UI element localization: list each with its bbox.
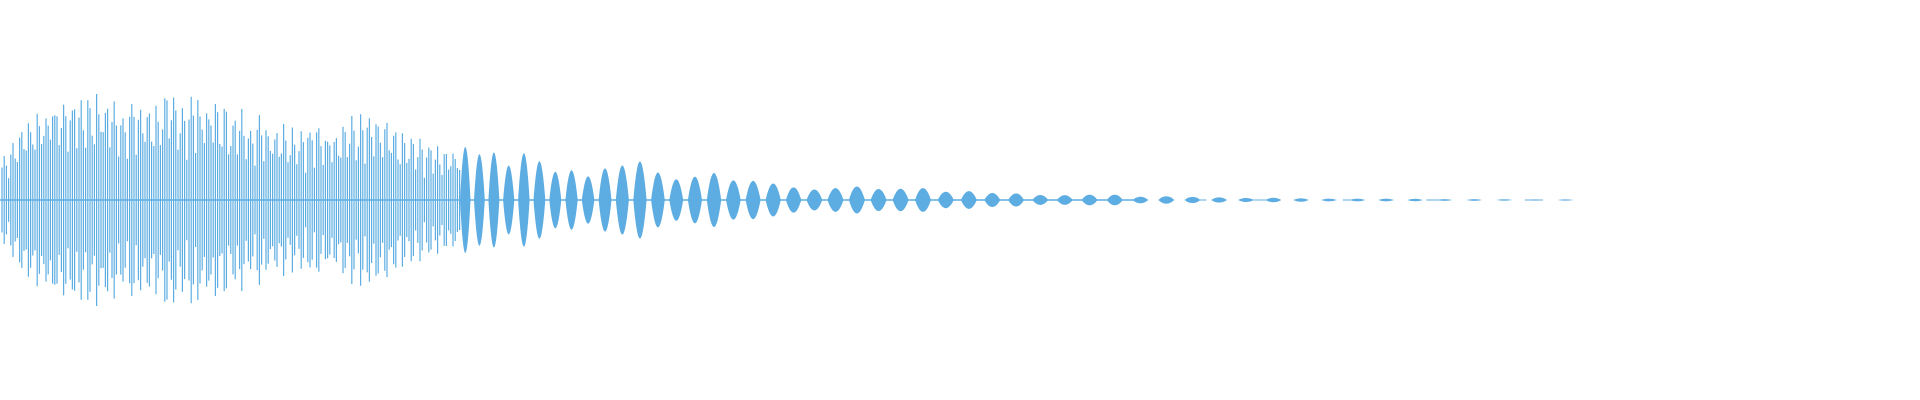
waveform-blob bbox=[1238, 197, 1255, 203]
waveform-blob bbox=[1466, 199, 1483, 201]
waveform-blob bbox=[1293, 198, 1309, 202]
waveform-blob bbox=[1496, 199, 1513, 201]
waveform-blob bbox=[1211, 197, 1228, 203]
waveform-blob bbox=[1265, 197, 1282, 203]
waveform-blob bbox=[1557, 199, 1574, 201]
waveform-blob bbox=[1321, 198, 1337, 202]
waveform-blob bbox=[1378, 198, 1395, 202]
waveform-trace bbox=[0, 94, 1574, 306]
waveform-blob bbox=[1132, 196, 1149, 204]
waveform-blob bbox=[1158, 196, 1175, 204]
waveform-blob bbox=[1407, 198, 1424, 202]
